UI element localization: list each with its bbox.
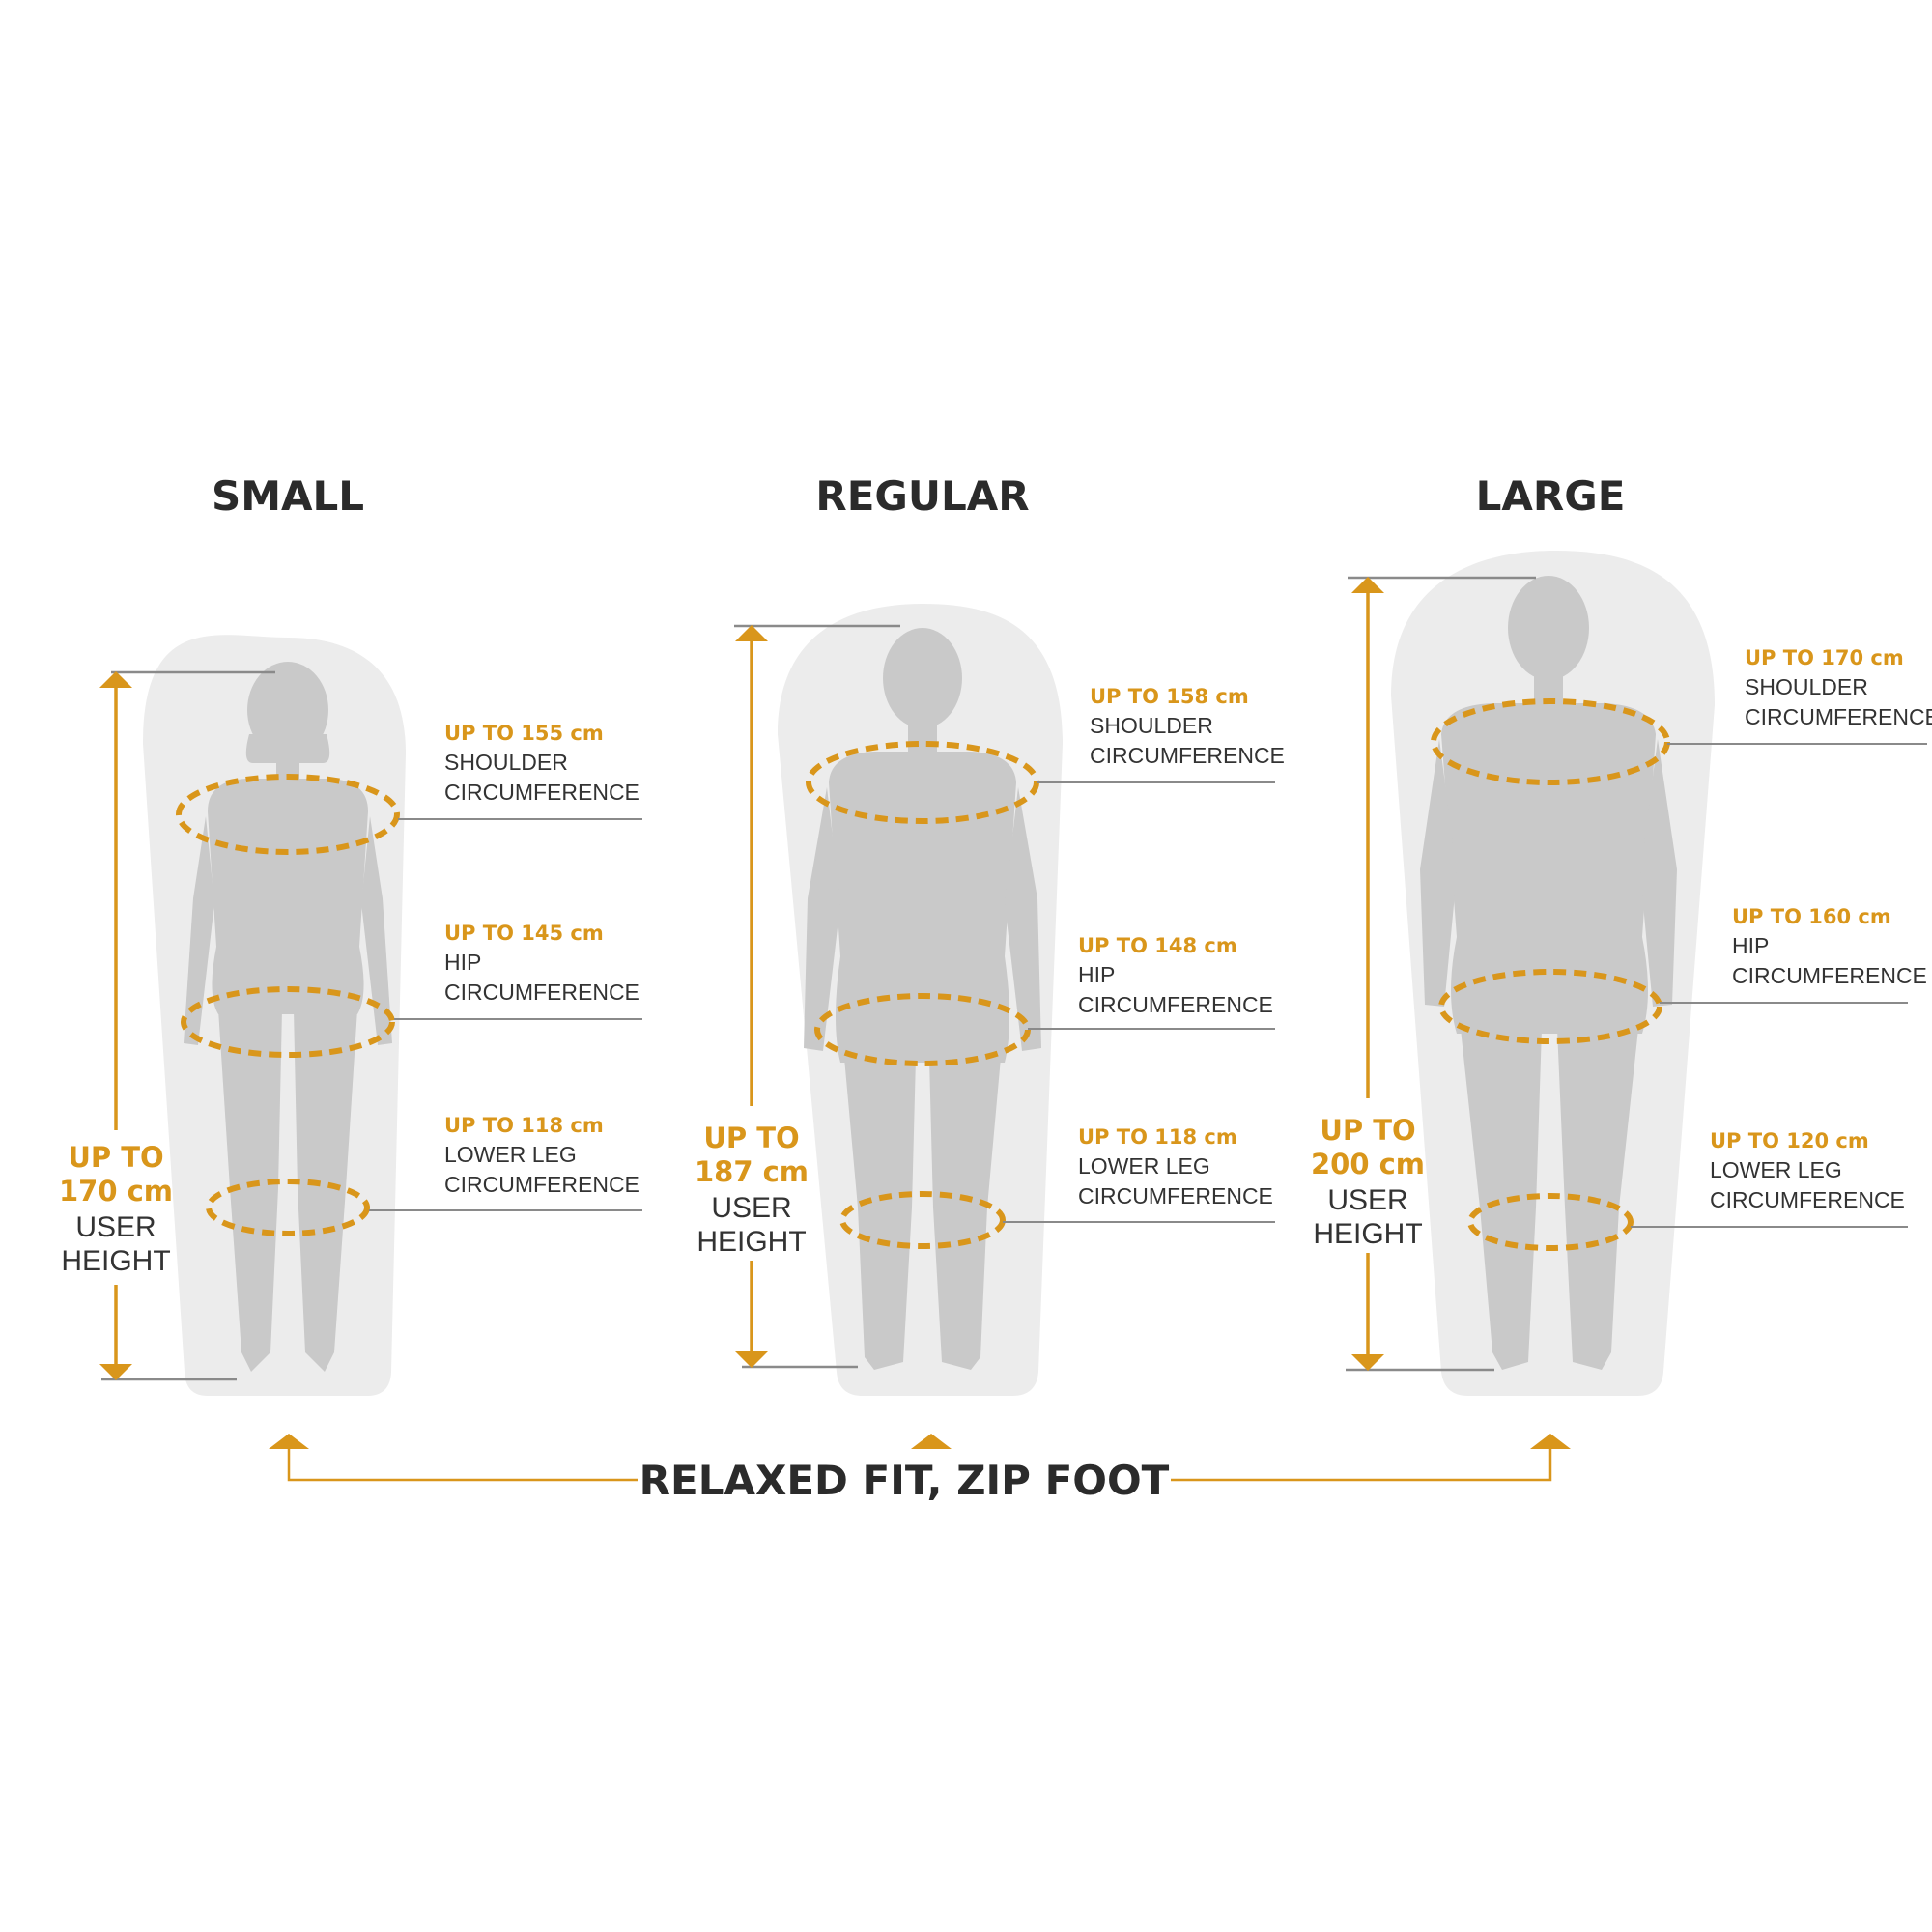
height-line3-regular: USER	[711, 1192, 791, 1224]
height-line2-small: 170 cm	[59, 1175, 173, 1208]
arrowhead-up-regular	[735, 625, 768, 641]
shoulder-ring-small	[176, 774, 400, 855]
arrowhead-down-small	[99, 1364, 132, 1380]
hip-line1-large: HIP	[1732, 933, 1769, 958]
shoulder-value-large: UP TO 170 cm	[1745, 646, 1904, 669]
lower-leg-line2-small: CIRCUMFERENCE	[444, 1172, 639, 1197]
footer-arrowhead-large	[1530, 1434, 1571, 1449]
height-line4-regular: HEIGHT	[696, 1226, 806, 1258]
height-line4-small: HEIGHT	[61, 1245, 170, 1277]
person-silhouette-regular	[804, 628, 1041, 1370]
hip-line2-regular: CIRCUMFERENCE	[1078, 992, 1273, 1017]
lower-leg-ring-small	[206, 1179, 370, 1236]
shoulder-value-regular: UP TO 158 cm	[1090, 685, 1249, 708]
shoulder-line1-large: SHOULDER	[1745, 674, 1868, 699]
height-line2-regular: 187 cm	[695, 1155, 809, 1188]
hip-value-large: UP TO 160 cm	[1732, 905, 1891, 928]
hip-value-regular: UP TO 148 cm	[1078, 934, 1237, 957]
shoulder-line2-large: CIRCUMFERENCE	[1745, 704, 1932, 729]
shoulder-value-small: UP TO 155 cm	[444, 722, 604, 745]
arrowhead-down-large	[1351, 1354, 1384, 1371]
height-line3-small: USER	[75, 1211, 156, 1243]
lower-leg-value-regular: UP TO 118 cm	[1078, 1125, 1237, 1149]
lower-leg-ring-regular	[839, 1191, 1006, 1249]
shoulder-line2-regular: CIRCUMFERENCE	[1090, 743, 1285, 768]
footer-label: RELAXED FIT, ZIP FOOT	[639, 1457, 1170, 1504]
size-panel-small: SMALL UP TO 170 cm USER HEIGHT	[59, 472, 642, 1396]
hip-ring-large	[1438, 969, 1662, 1044]
size-title-regular: REGULAR	[815, 472, 1029, 520]
fit-footer: RELAXED FIT, ZIP FOOT	[269, 1434, 1571, 1504]
footer-arrowhead-small	[269, 1434, 309, 1449]
size-title-small: SMALL	[212, 472, 364, 520]
person-silhouette-small	[184, 662, 392, 1372]
hip-ring-small	[181, 986, 395, 1058]
lower-leg-value-large: UP TO 120 cm	[1710, 1129, 1869, 1152]
arrowhead-up-small	[99, 671, 132, 688]
hip-value-small: UP TO 145 cm	[444, 922, 604, 945]
arrowhead-up-large	[1351, 577, 1384, 593]
hip-line2-small: CIRCUMFERENCE	[444, 980, 639, 1005]
arrowhead-down-regular	[735, 1351, 768, 1368]
shoulder-ring-large	[1431, 698, 1670, 785]
footer-bracket-left	[287, 1449, 638, 1482]
size-panel-regular: REGULAR UP TO 187 cm USER HEIGHT UP TO 1…	[695, 472, 1285, 1396]
lower-leg-line1-regular: LOWER LEG	[1078, 1153, 1210, 1179]
height-line1-small: UP TO	[68, 1141, 163, 1174]
shoulder-line1-small: SHOULDER	[444, 750, 568, 775]
height-line4-large: HEIGHT	[1313, 1218, 1422, 1250]
height-line3-large: USER	[1327, 1184, 1407, 1216]
lower-leg-line1-large: LOWER LEG	[1710, 1157, 1842, 1182]
footer-bracket-right	[1171, 1449, 1552, 1482]
hip-line2-large: CIRCUMFERENCE	[1732, 963, 1927, 988]
shoulder-line1-regular: SHOULDER	[1090, 713, 1213, 738]
size-title-large: LARGE	[1476, 472, 1626, 520]
lower-leg-line2-regular: CIRCUMFERENCE	[1078, 1183, 1273, 1208]
height-line1-regular: UP TO	[703, 1122, 799, 1154]
height-line1-large: UP TO	[1320, 1114, 1415, 1147]
lower-leg-value-small: UP TO 118 cm	[444, 1114, 604, 1137]
lower-leg-ring-large	[1467, 1193, 1634, 1251]
size-panel-large: LARGE UP TO 200 cm USER HEIGHT UP TO 170…	[1311, 472, 1932, 1396]
lower-leg-line2-large: CIRCUMFERENCE	[1710, 1187, 1905, 1212]
hip-line1-small: HIP	[444, 950, 481, 975]
shoulder-line2-small: CIRCUMFERENCE	[444, 780, 639, 805]
hip-line1-regular: HIP	[1078, 962, 1115, 987]
footer-arrowhead-regular	[911, 1434, 952, 1449]
height-line2-large: 200 cm	[1311, 1148, 1425, 1180]
lower-leg-line1-small: LOWER LEG	[444, 1142, 577, 1167]
